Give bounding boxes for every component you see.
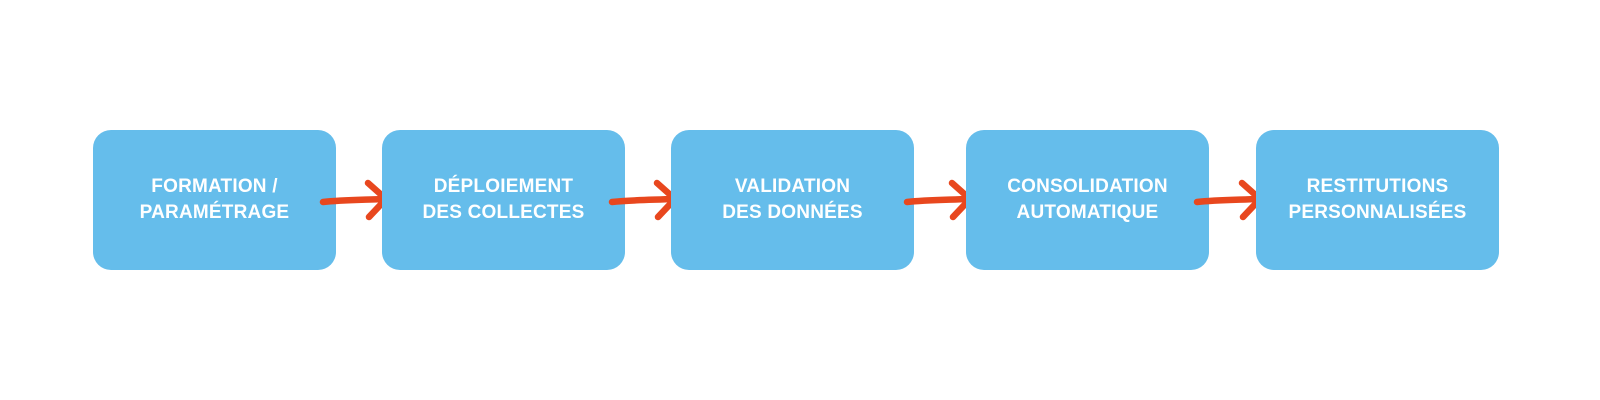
step-label-line1: DÉPLOIEMENT bbox=[433, 176, 574, 197]
step-box-formation: FORMATION / PARAMÉTRAGE bbox=[93, 130, 336, 270]
step-label-line2: AUTOMATIQUE bbox=[1016, 202, 1159, 223]
step-label-line2: PERSONNALISÉES bbox=[1288, 202, 1467, 223]
step-label: CONSOLIDATION AUTOMATIQUE bbox=[1007, 174, 1168, 226]
step-label: FORMATION / PARAMÉTRAGE bbox=[140, 174, 290, 226]
step-label-line2: DES COLLECTES bbox=[422, 202, 585, 223]
step-box-validation: VALIDATION DES DONNÉES bbox=[671, 130, 914, 270]
step-label-line2: PARAMÉTRAGE bbox=[139, 202, 290, 223]
step-box-restitutions: RESTITUTIONS PERSONNALISÉES bbox=[1256, 130, 1499, 270]
step-label-line1: RESTITUTIONS bbox=[1306, 176, 1449, 197]
step-box-deploiement: DÉPLOIEMENT DES COLLECTES bbox=[382, 130, 625, 270]
step-box-consolidation: CONSOLIDATION AUTOMATIQUE bbox=[966, 130, 1209, 270]
step-label: VALIDATION DES DONNÉES bbox=[722, 174, 863, 226]
step-label: RESTITUTIONS PERSONNALISÉES bbox=[1288, 174, 1466, 226]
step-label-line1: CONSOLIDATION bbox=[1007, 176, 1168, 197]
step-label-line2: DES DONNÉES bbox=[722, 202, 863, 223]
step-label-line1: VALIDATION bbox=[734, 176, 851, 197]
step-label: DÉPLOIEMENT DES COLLECTES bbox=[422, 174, 584, 226]
step-label-line1: FORMATION / bbox=[151, 176, 278, 197]
